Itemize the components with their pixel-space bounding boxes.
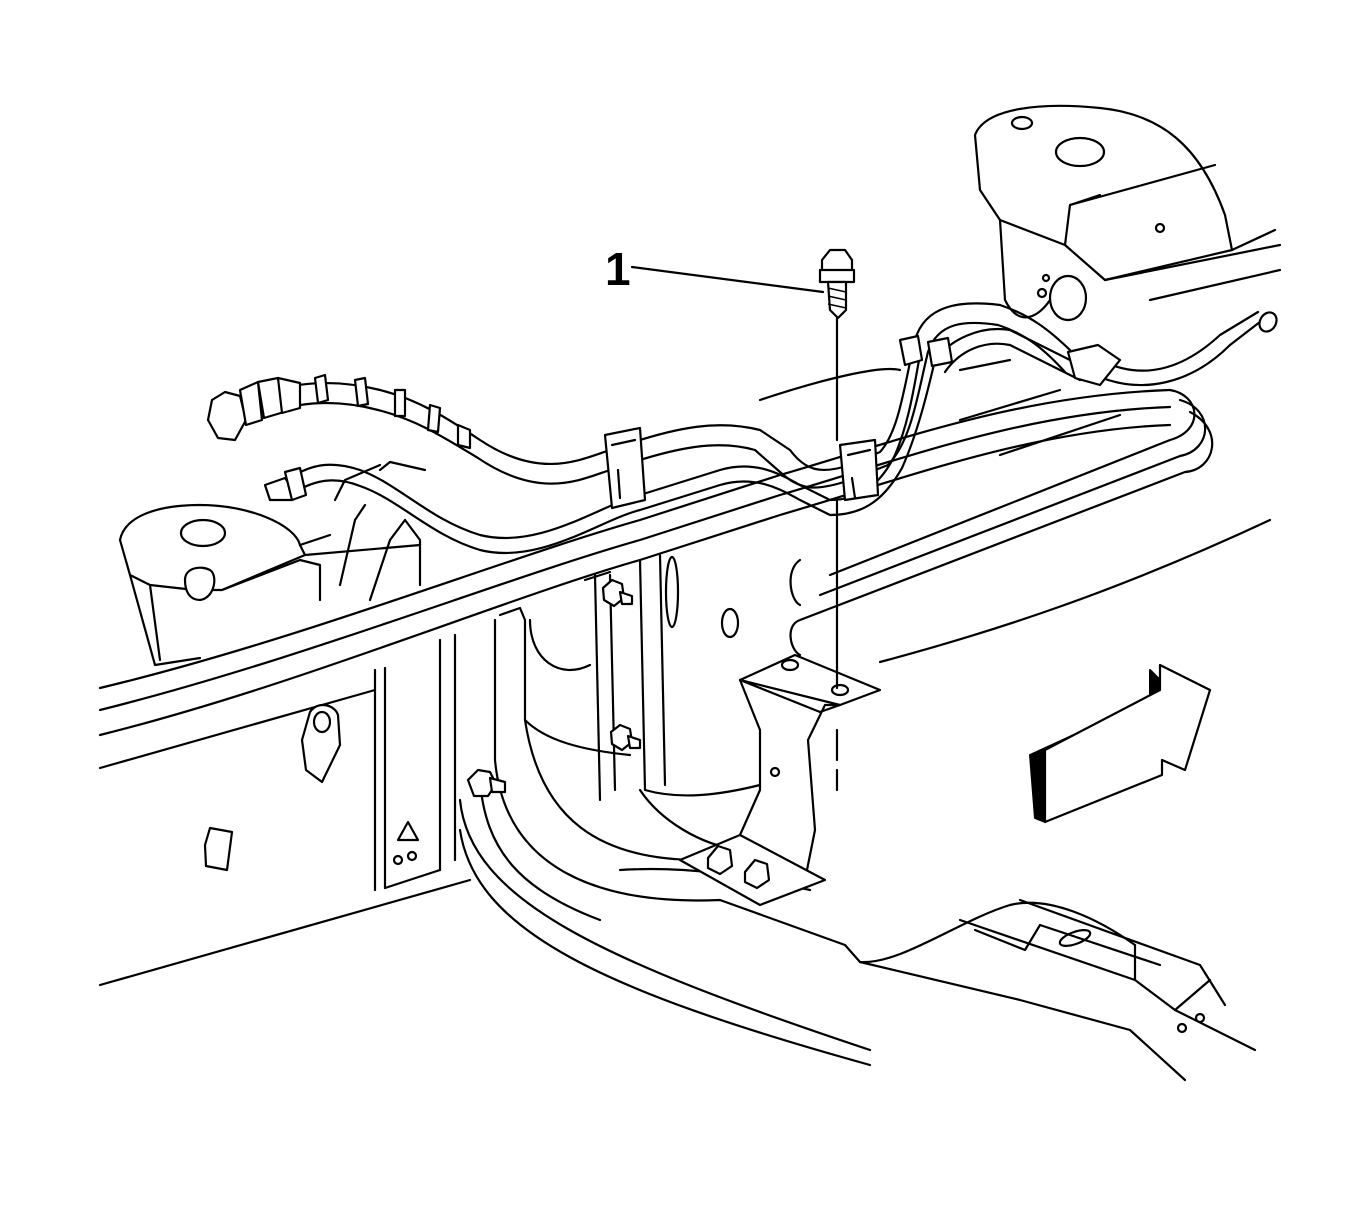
direction-arrow-icon — [1029, 663, 1212, 824]
frame-crossmember-left — [203, 460, 457, 892]
frame-rail-left — [118, 503, 422, 667]
bolt-icon — [818, 248, 856, 320]
callout-1: 1 — [605, 243, 825, 295]
mounting-bracket — [678, 653, 882, 907]
nut-icon — [601, 578, 634, 608]
floor-panel — [98, 518, 1272, 987]
nut-icon — [743, 858, 771, 890]
callout-number: 1 — [605, 243, 631, 295]
nut-icon — [609, 723, 642, 752]
center-crossmember — [458, 553, 1257, 1082]
line-clips — [603, 426, 880, 510]
nut-icon — [706, 844, 734, 876]
line-fittings — [206, 376, 308, 502]
nut-icon — [466, 768, 507, 798]
frame-nuts — [466, 578, 642, 798]
frame-rail-right — [973, 104, 1282, 322]
fuel-lines — [258, 302, 1278, 555]
